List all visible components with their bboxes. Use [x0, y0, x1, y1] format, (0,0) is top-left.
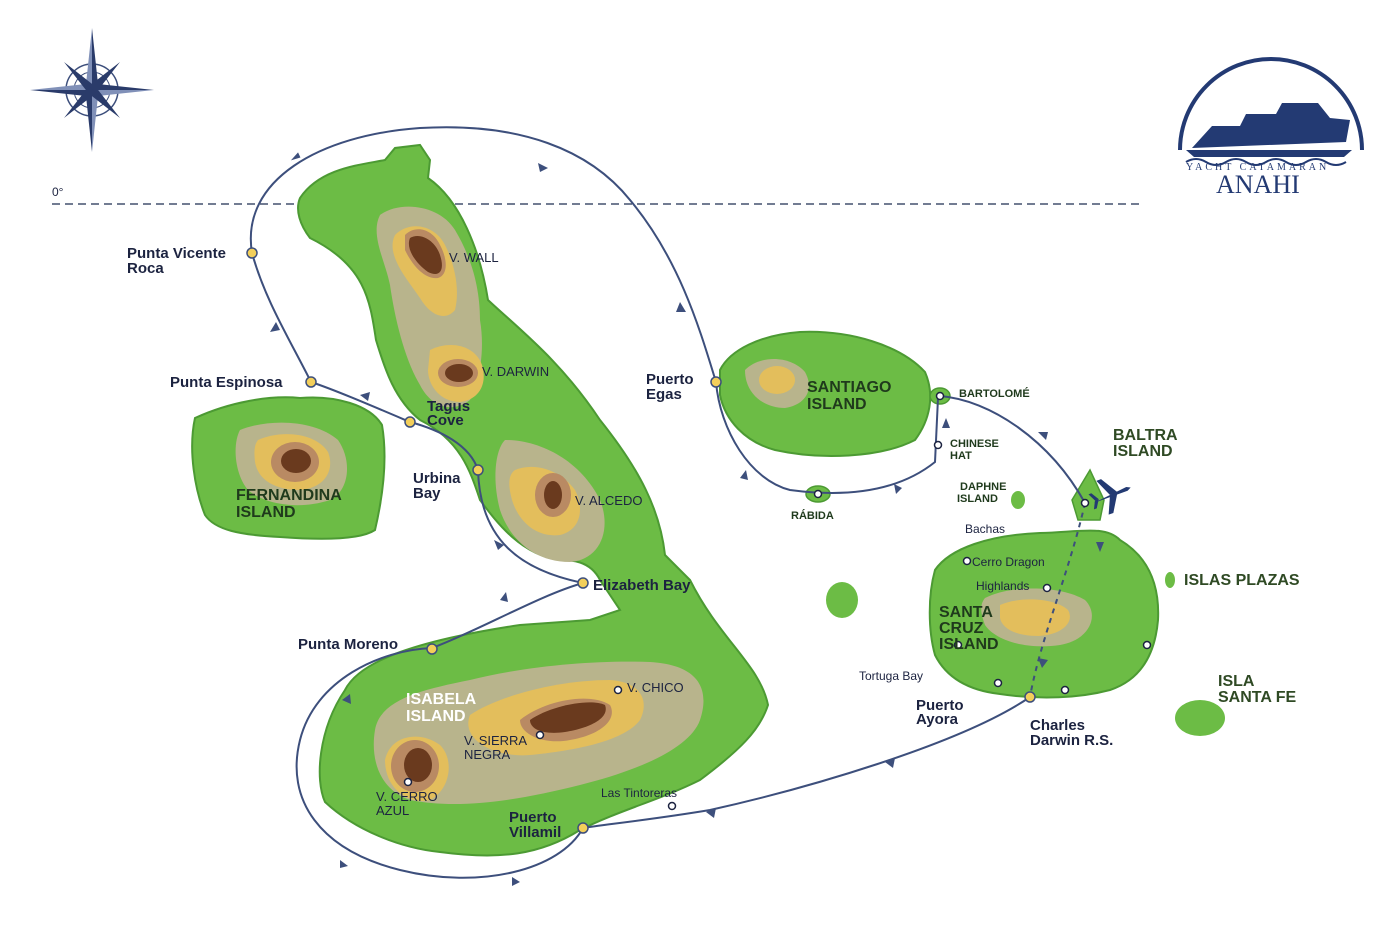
cruise-route — [249, 126, 1086, 879]
label-highlands: Highlands — [976, 579, 1029, 593]
label-bachas: Bachas — [965, 522, 1005, 536]
marker-punta-espinosa — [305, 376, 317, 388]
label-bartolome: BARTOLOMÉ — [959, 387, 1030, 400]
label-urbina-bay: Urbina Bay — [413, 470, 465, 502]
label-v-wall: V. WALL — [449, 250, 499, 265]
label-puerto-egas: Puerto Egas — [646, 371, 698, 403]
label-fernandina-island: FERNANDINA ISLAND — [236, 487, 346, 521]
brand-name: ANAHI — [1216, 170, 1300, 199]
marker-tagus-cove — [404, 416, 416, 428]
fernandina-island — [191, 396, 386, 540]
yacht-logo-icon — [1178, 57, 1364, 166]
label-v-alcedo: V. ALCEDO — [575, 493, 642, 508]
stop-markers — [246, 247, 1036, 834]
compass-rose-icon — [30, 28, 154, 152]
marker-charles-darwin — [1024, 691, 1036, 703]
label-puerto-ayora: Puerto Ayora — [916, 697, 968, 728]
santa-cruz-island — [928, 529, 1160, 699]
label-elizabeth-bay: Elizabeth Bay — [593, 577, 691, 594]
label-santa-cruz-island: SANTA CRUZ ISLAND — [939, 604, 999, 653]
label-punta-vicente-roca: Punta Vicente Roca — [127, 245, 230, 277]
marker-puerto-egas — [710, 376, 722, 388]
label-punta-moreno: Punta Moreno — [298, 636, 398, 653]
label-las-tintoreras: Las Tintoreras — [601, 786, 677, 800]
route-arrows — [270, 152, 1104, 886]
pinzon-island — [826, 582, 858, 618]
baltra-island — [1071, 468, 1105, 521]
marker-elizabeth-bay — [577, 577, 589, 589]
label-v-cerro-azul: V. CERRO AZUL — [376, 789, 441, 818]
label-santa-fe: ISLA SANTA FE — [1218, 673, 1297, 706]
label-rabida: RÁBIDA — [791, 509, 834, 522]
small-markers — [403, 391, 1152, 811]
marker-punta-moreno — [426, 643, 438, 655]
santiago-island — [719, 330, 932, 457]
airplane-icon — [1088, 479, 1131, 515]
label-v-sierra-negra: V. SIERRA NEGRA — [464, 733, 530, 762]
label-daphne-island: DAPHNE ISLAND — [957, 481, 1010, 505]
label-puerto-villamil: Puerto Villamil — [509, 809, 561, 841]
label-v-darwin: V. DARWIN — [482, 364, 549, 379]
label-baltra-island: BALTRA ISLAND — [1113, 427, 1181, 460]
label-chinese-hat: CHINESE HAT — [950, 438, 1002, 462]
label-santiago-island: SANTIAGO ISLAND — [807, 379, 896, 413]
brand-tagline: YACHT CATAMARAN — [1186, 162, 1329, 173]
marker-punta-vicente-roca — [246, 247, 258, 259]
label-isabela-island: ISABELA ISLAND — [406, 691, 480, 725]
daphne-island — [1011, 491, 1025, 509]
islas-plazas-island — [1165, 572, 1175, 588]
label-islas-plazas: ISLAS PLAZAS — [1184, 572, 1300, 589]
label-v-chico: V. CHICO — [627, 680, 684, 695]
label-punta-espinosa: Punta Espinosa — [170, 374, 283, 391]
label-tagus-cove: Tagus Cove — [427, 398, 474, 429]
marker-puerto-villamil — [577, 822, 589, 834]
label-tortuga-bay: Tortuga Bay — [859, 669, 923, 683]
label-charles-darwin: Charles Darwin R.S. — [1030, 717, 1113, 749]
marker-urbina-bay — [472, 464, 484, 476]
equator-label: 0° — [52, 185, 64, 199]
label-cerro-dragon: Cerro Dragon — [972, 555, 1045, 569]
santa-fe-island — [1175, 700, 1225, 736]
